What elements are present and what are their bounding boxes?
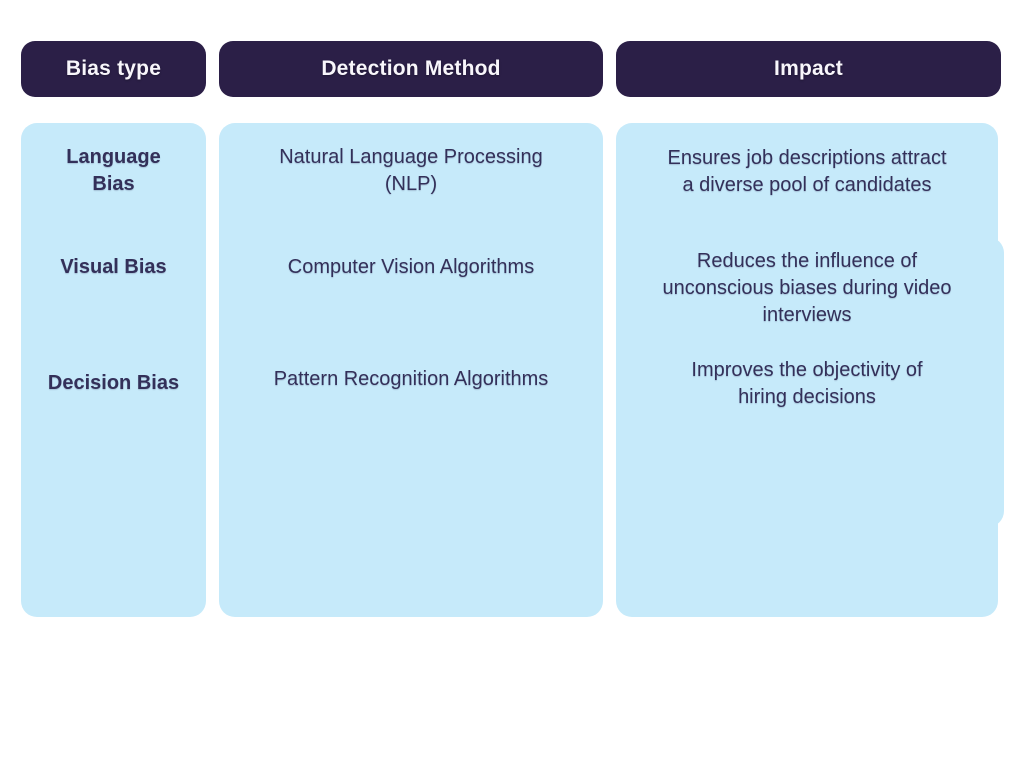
header-impact: Impact: [616, 41, 1001, 97]
cell-detection-pattern-recognition: Pattern Recognition Algorithms: [273, 368, 549, 390]
cell-bias-type-language: Language Bias: [66, 146, 161, 195]
cell-impact-video-interviews: Reduces the influence of unconscious bia…: [662, 250, 952, 326]
column-detection-method: Natural Language Processing (NLP) Comput…: [219, 123, 603, 617]
cell-detection-computer-vision: Computer Vision Algorithms: [287, 256, 535, 278]
cell-impact-hiring-decisions: Improves the objectivity of hiring decis…: [691, 359, 923, 408]
cell-bias-type-visual: Visual Bias: [60, 256, 167, 278]
header-detection-method: Detection Method: [219, 41, 603, 97]
cell-bias-type-decision: Decision Bias: [47, 372, 180, 394]
cell-impact-job-descriptions: Ensures job descriptions attract a diver…: [667, 147, 947, 196]
header-bias-type: Bias type: [21, 41, 206, 97]
column-bias-type: Language Bias Visual Bias Decision Bias: [21, 123, 206, 617]
cell-detection-nlp: Natural Language Processing (NLP): [279, 146, 543, 195]
column-impact: Ensures job descriptions attract a diver…: [616, 123, 998, 617]
